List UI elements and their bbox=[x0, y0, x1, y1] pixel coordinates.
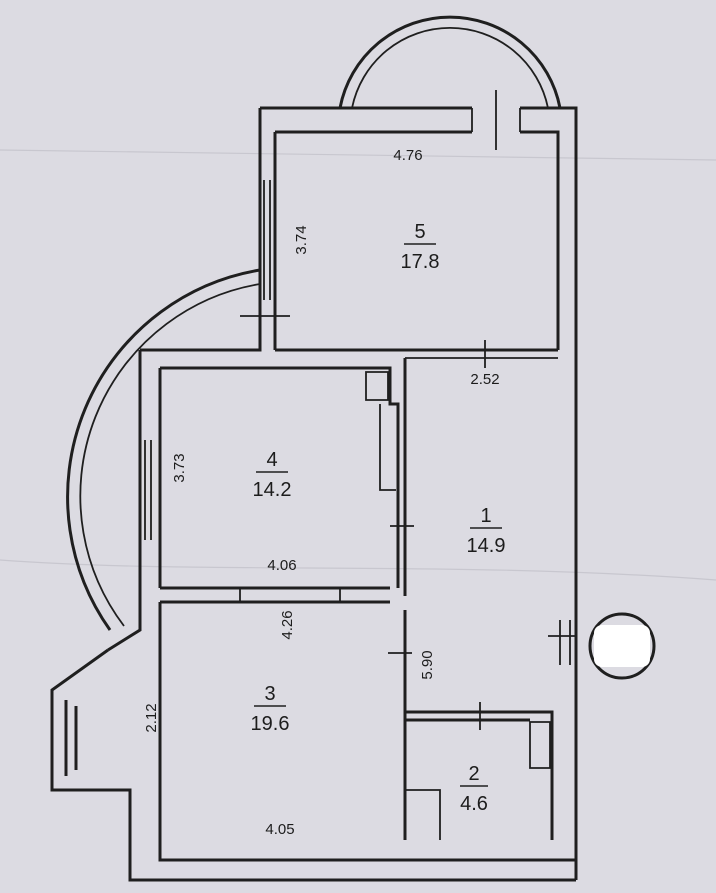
vent-circle bbox=[588, 612, 656, 680]
windows bbox=[144, 90, 571, 665]
door-ticks bbox=[239, 340, 576, 730]
room-4-area: 14.2 bbox=[253, 479, 292, 501]
balcony-arcs bbox=[66, 15, 562, 631]
room-4-number: 4 bbox=[266, 449, 277, 471]
room-1-number: 1 bbox=[480, 505, 491, 527]
exterior-walls bbox=[50, 106, 578, 882]
dim-room1-depth: 5.90 bbox=[419, 650, 436, 679]
dim-room3-width: 4.05 bbox=[265, 821, 294, 838]
room-3-area: 19.6 bbox=[251, 713, 290, 735]
dim-room5-depth: 3.74 bbox=[293, 225, 310, 254]
room-2-area: 4.6 bbox=[460, 793, 488, 815]
paper-fold-lines bbox=[0, 149, 716, 581]
room-5-number: 5 bbox=[414, 221, 425, 243]
dim-room4-depth: 3.73 bbox=[171, 453, 188, 482]
dim-room1-width: 2.52 bbox=[470, 371, 499, 388]
room-2-number: 2 bbox=[468, 763, 479, 785]
dim-room3-side: 2.12 bbox=[143, 703, 160, 732]
interior-walls bbox=[140, 348, 558, 840]
room-5-area: 17.8 bbox=[401, 251, 440, 273]
room-3-number: 3 bbox=[264, 683, 275, 705]
dim-room4-width: 4.06 bbox=[267, 557, 296, 574]
room-1-area: 14.9 bbox=[467, 535, 506, 557]
dim-room3-depth: 4.26 bbox=[279, 610, 296, 639]
dim-room5-width: 4.76 bbox=[393, 147, 422, 164]
